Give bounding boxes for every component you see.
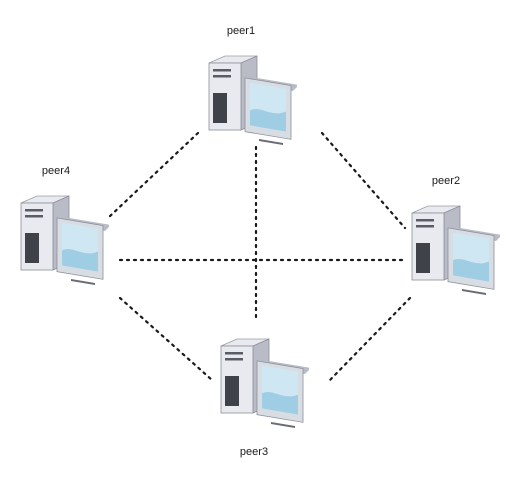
link-peer3-peer4 — [118, 296, 214, 382]
peer4-label: peer4 — [41, 165, 71, 177]
link-peer1-peer4 — [106, 131, 200, 220]
link-peer1-peer2 — [320, 131, 407, 230]
peer2-node[interactable] — [408, 205, 500, 295]
peer1-label: peer1 — [226, 25, 256, 37]
peer2-label: peer2 — [431, 175, 461, 187]
peer4-node[interactable] — [17, 195, 109, 285]
peer3-node[interactable] — [217, 338, 309, 428]
computer-icon — [408, 205, 500, 295]
computer-icon — [205, 55, 297, 145]
link-peer2-peer3 — [328, 296, 412, 382]
peer3-label: peer3 — [239, 446, 269, 458]
computer-icon — [217, 338, 309, 428]
peer1-node[interactable] — [205, 55, 297, 145]
computer-icon — [17, 195, 109, 285]
